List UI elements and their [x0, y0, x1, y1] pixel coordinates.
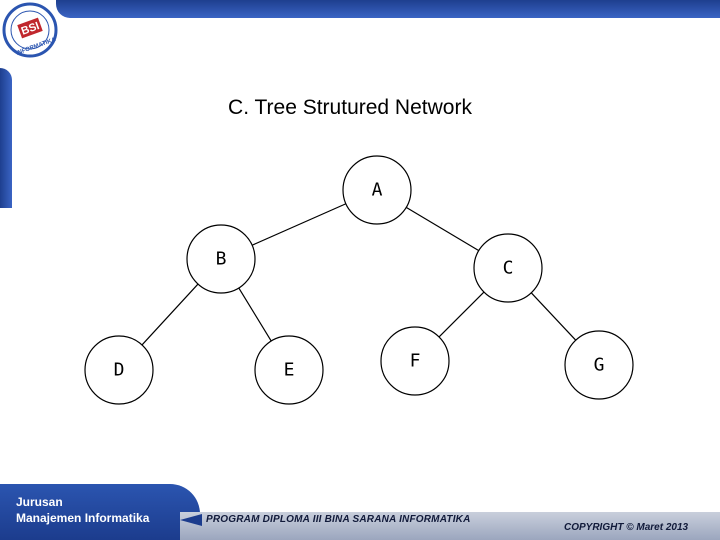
node-circle	[186, 224, 256, 294]
footer-dept-panel	[0, 484, 200, 540]
node-label: F	[410, 351, 421, 372]
node-label: A	[372, 180, 383, 201]
footer-dept-line1: Jurusan	[16, 495, 63, 509]
node-circle	[254, 335, 324, 405]
footer: Jurusan Manajemen Informatika PROGRAM DI…	[0, 484, 720, 540]
footer-dept-line2: Manajemen Informatika	[16, 511, 150, 525]
node-label: G	[594, 355, 605, 376]
nodes-layer: A B C D E F G	[84, 155, 634, 405]
edge-a-c	[405, 206, 480, 252]
node-f: F	[380, 326, 450, 396]
edge-b-d	[141, 283, 199, 346]
node-label: E	[284, 360, 295, 381]
node-label: D	[114, 360, 125, 381]
node-g: G	[564, 330, 634, 400]
top-frame-bar	[56, 0, 720, 18]
slide-title: C. Tree Strutured Network	[228, 96, 472, 119]
node-circle	[84, 335, 154, 405]
edge-c-g	[530, 292, 577, 341]
node-label: B	[216, 249, 227, 270]
footer-copyright: COPYRIGHT © Maret 2013	[564, 522, 689, 533]
node-a: A	[342, 155, 412, 225]
node-circle	[564, 330, 634, 400]
node-d: D	[84, 335, 154, 405]
node-circle	[342, 155, 412, 225]
node-b: B	[186, 224, 256, 294]
svg-text:BSI: BSI	[20, 20, 41, 38]
node-c: C	[473, 233, 543, 303]
edge-b-e	[238, 287, 272, 342]
node-circle	[380, 326, 450, 396]
bsi-logo: BSI INFORMATIKA	[2, 2, 58, 58]
edge-a-b	[251, 203, 347, 246]
footer-department: Jurusan Manajemen Informatika	[16, 494, 196, 526]
edges-layer	[141, 203, 577, 346]
node-circle	[473, 233, 543, 303]
left-frame-bar	[0, 68, 12, 208]
footer-band	[180, 512, 720, 540]
edge-c-f	[438, 291, 485, 338]
node-label: C	[503, 258, 514, 279]
footer-program: PROGRAM DIPLOMA III BINA SARANA INFORMAT…	[206, 514, 471, 525]
arrow-icon	[180, 514, 202, 526]
node-e: E	[254, 335, 324, 405]
